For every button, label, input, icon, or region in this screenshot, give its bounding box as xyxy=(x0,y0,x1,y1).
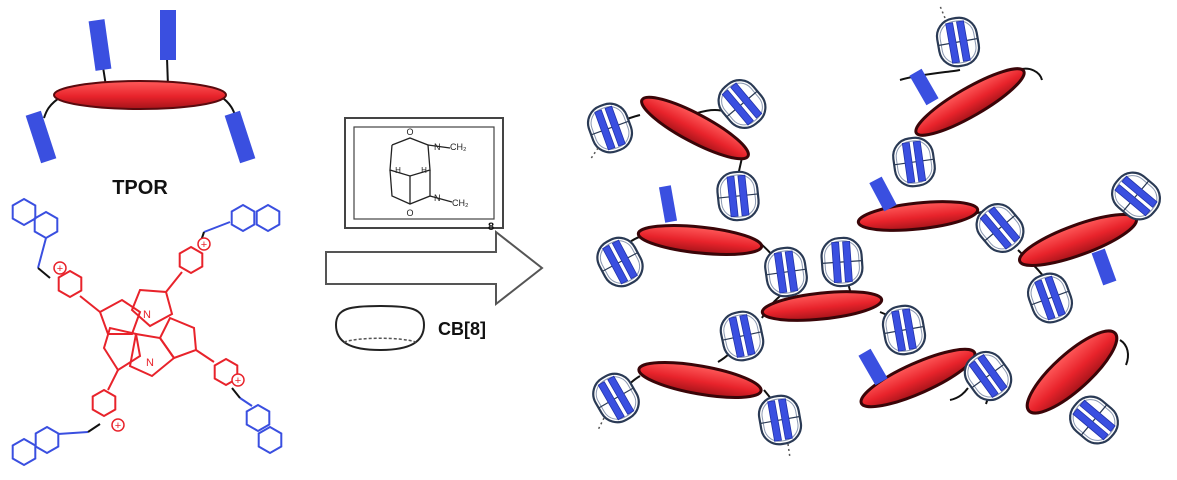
disc-9 xyxy=(1025,329,1119,415)
capsule-5 xyxy=(714,168,762,224)
capsule-12 xyxy=(716,307,768,365)
capsule-1 xyxy=(581,97,639,159)
capsule-17 xyxy=(1061,388,1127,452)
naphthyl-top-right xyxy=(203,204,281,233)
capsule-6 xyxy=(589,230,651,294)
cb8-label: CB[8] xyxy=(438,319,486,339)
cb8-ch2-bottom: CH₂ xyxy=(452,198,469,208)
pyridinium-ring-3 xyxy=(91,389,117,417)
cb8-n-bottom: N xyxy=(434,193,441,203)
network-free-blocks xyxy=(658,68,1117,386)
cb8-h-right: H xyxy=(421,166,427,175)
cb8-ch2-top: CH₂ xyxy=(450,142,467,152)
capsule-3 xyxy=(933,13,983,71)
pyridinium-ring-2 xyxy=(178,246,204,274)
charge-4: + xyxy=(235,375,241,387)
tpor-block-2 xyxy=(160,10,176,60)
tpor-porphyrin-disc xyxy=(53,80,227,110)
charge-1: + xyxy=(57,263,63,275)
disc-2 xyxy=(914,67,1026,137)
naphthyl-bottom-right xyxy=(239,397,283,454)
disc-1 xyxy=(640,95,750,161)
capsule-8 xyxy=(819,235,865,289)
tpor-arm-right xyxy=(219,95,256,164)
pyrrole-nh-bottom: N xyxy=(146,357,154,369)
disc-4 xyxy=(856,200,980,232)
tpor-block-1 xyxy=(88,19,112,71)
supramolecular-network xyxy=(581,5,1169,459)
capsule-9 xyxy=(968,195,1032,261)
charge-3: + xyxy=(115,420,121,432)
cb8-carbonyl-top: O xyxy=(406,127,413,137)
right-arrow-icon xyxy=(325,229,544,307)
tpor-chemical-structure: N N + + + + xyxy=(11,198,283,466)
cb8-repeat-subscript: 8 xyxy=(488,221,494,233)
naphthyl-bottom-left xyxy=(11,426,89,466)
disc-7 xyxy=(637,361,763,399)
capsule-13 xyxy=(879,301,929,359)
charge-2: + xyxy=(201,239,207,251)
cucurbituril-icon xyxy=(334,304,426,352)
naphthyl-top-left xyxy=(11,198,59,269)
capsule-15 xyxy=(755,391,805,449)
capsule-4 xyxy=(889,134,939,190)
disc-6 xyxy=(760,290,884,322)
pyridinium-charges: + + + + xyxy=(53,237,245,432)
capsule-14 xyxy=(585,366,647,430)
capsule-11 xyxy=(1021,267,1079,329)
chain-terminators xyxy=(589,5,946,459)
capsule-7 xyxy=(761,244,811,300)
pyrrole-nh-top: N xyxy=(143,309,151,321)
porphyrin-core: N N xyxy=(57,246,239,417)
tpor-label: TPOR xyxy=(112,177,168,199)
disc-8 xyxy=(859,347,977,409)
cb8-h-left: H xyxy=(395,166,401,175)
disc-3 xyxy=(636,224,764,256)
cb8-structure: O O H H N N CH₂ CH₂ 8 xyxy=(344,117,504,233)
disc-5 xyxy=(1018,213,1138,267)
tpor-arm-left xyxy=(25,95,63,164)
network-discs xyxy=(636,67,1138,415)
cb8-carbonyl-bottom: O xyxy=(406,208,413,218)
methylene-links xyxy=(37,231,241,433)
cb8-n-top: N xyxy=(434,142,441,152)
tpor-schematic: TPOR xyxy=(25,10,256,199)
